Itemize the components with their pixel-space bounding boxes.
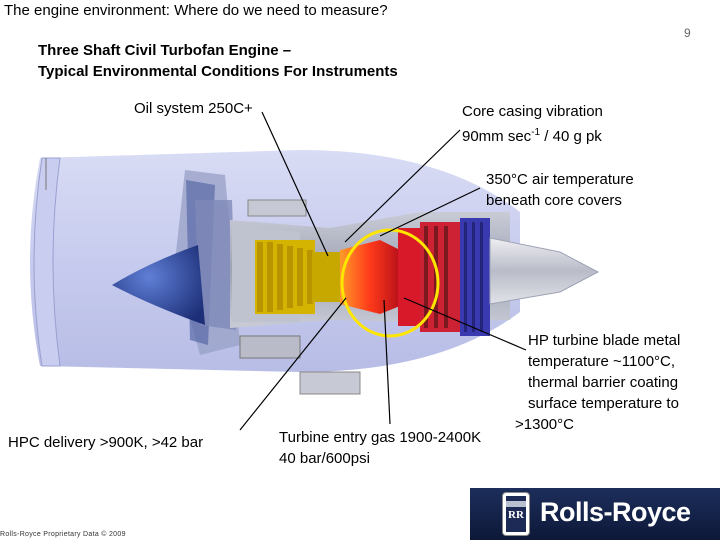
blade-temperature-line-1: HP turbine blade metal: [528, 330, 680, 351]
blade-temperature-line-2: temperature ~1100°C,: [528, 351, 680, 372]
air-temperature-label: 350°C air temperature beneath core cover…: [486, 169, 634, 211]
rolls-royce-badge-icon: RR: [502, 492, 530, 536]
blade-temperature-line-4: surface temperature to: [528, 393, 680, 414]
brand-wordmark: Rolls-Royce: [540, 497, 691, 528]
core-vibration-g-value: / 40 g pk: [540, 128, 602, 145]
oil-system-label: Oil system 250C+: [134, 98, 253, 119]
footer-copyright: Rolls-Royce Proprietary Data © 2009: [0, 531, 126, 538]
blade-temperature-line-5: >1300°C: [515, 414, 574, 435]
exhaust-cone: [490, 238, 598, 304]
air-temperature-line-1: 350°C air temperature: [486, 169, 634, 190]
blade-temperature-line-3: thermal barrier coating: [528, 372, 680, 393]
air-temperature-line-2: beneath core covers: [486, 190, 634, 211]
turbine-entry-line-2: 40 bar/600psi: [279, 448, 481, 469]
hpc-delivery-label: HPC delivery >900K, >42 bar: [8, 432, 203, 453]
core-vibration-exponent: -1: [531, 127, 540, 138]
blade-temperature-label: HP turbine blade metal temperature ~1100…: [528, 330, 680, 414]
core-vibration-line-1: Core casing vibration: [462, 101, 603, 122]
turbine-entry-label: Turbine entry gas 1900-2400K 40 bar/600p…: [279, 427, 481, 469]
core-vibration-value: 90mm sec: [462, 128, 531, 145]
badge-monogram: RR: [507, 509, 525, 521]
turbine-entry-line-1: Turbine entry gas 1900-2400K: [279, 427, 481, 448]
core-vibration-label: Core casing vibration 90mm sec-1 / 40 g …: [462, 101, 603, 147]
core-vibration-line-2: 90mm sec-1 / 40 g pk: [462, 122, 603, 147]
combustor: [340, 240, 400, 314]
